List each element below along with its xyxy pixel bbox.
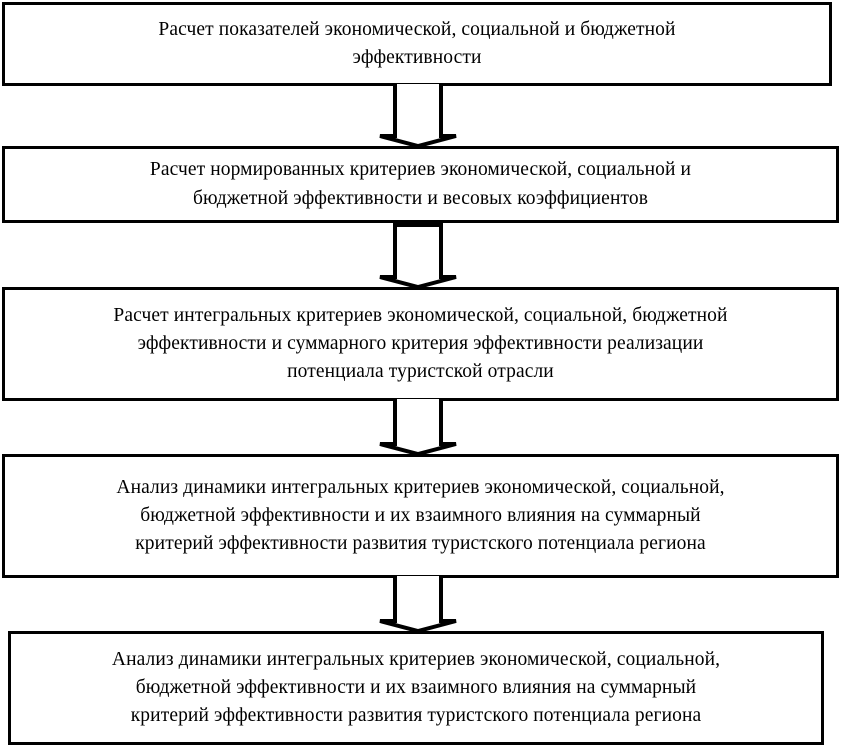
flowchart-node-step-1-label: Расчет показателей экономической, социал… xyxy=(158,18,676,68)
flowchart-connector-4 xyxy=(378,576,458,634)
flowchart-node-step-3-label: Расчет интегральных критериев экономичес… xyxy=(113,304,728,383)
down-arrow-icon xyxy=(379,223,457,290)
flowchart-node-step-3: Расчет интегральных критериев экономичес… xyxy=(2,287,839,401)
flowchart-node-step-4-label: Анализ динамики интегральных критериев э… xyxy=(116,476,725,555)
flowchart-node-step-2: Расчет нормированных критериев экономиче… xyxy=(2,146,839,223)
flowchart-node-step-1: Расчет показателей экономической, социал… xyxy=(2,2,832,86)
flowchart-node-step-2-label: Расчет нормированных критериев экономиче… xyxy=(149,159,692,209)
flowchart-node-step-5: Анализ динамики интегральных критериев э… xyxy=(8,631,824,745)
flowchart-connector-1 xyxy=(378,84,458,149)
flowchart-connector-2 xyxy=(378,223,458,290)
down-arrow-icon xyxy=(379,84,457,149)
flowchart-connector-3 xyxy=(378,399,458,457)
flowchart-node-step-5-label: Анализ динамики интегральных критериев э… xyxy=(111,648,721,727)
down-arrow-icon xyxy=(379,399,457,457)
flowchart-node-step-4: Анализ динамики интегральных критериев э… xyxy=(2,454,839,578)
down-arrow-icon xyxy=(379,576,457,634)
